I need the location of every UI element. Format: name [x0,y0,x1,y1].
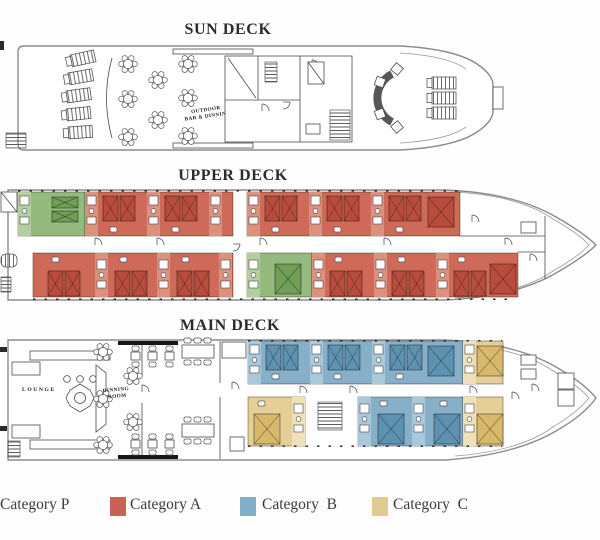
upper-deck-title: UPPER DECK [178,167,288,184]
stern-mark [0,347,7,352]
bulwark-line [399,126,467,144]
dining-room-label: DINNING ROOM [102,386,131,401]
upper-cabins-bottom [32,252,519,298]
lounge-area [7,341,150,459]
category-b-swatch [240,497,256,516]
dining-small-tables [130,345,175,456]
category-a-swatch [110,497,126,516]
deckhouse [224,55,353,143]
dining-label-line1: DINNING [102,386,129,394]
stairwell [317,401,343,431]
deck-divider-arc [106,57,113,139]
legend-label: Category B [262,496,337,513]
svg-text:DINNING ROOM: DINNING ROOM [102,386,131,401]
stern-mark [0,41,4,50]
upper-cabins-top [17,191,461,237]
bulwark-line [399,52,467,70]
legend: Category P Category A Category B Categor… [0,495,600,521]
stern-stairs [5,132,27,149]
dining-area [93,337,247,459]
bench-bottom [172,142,254,149]
main-cabins-bottom [247,396,504,447]
sun-deck-plan: OUTDOOR BAR & DINNING [0,41,504,151]
outdoor-label-line1: OUTDOOR [191,105,221,115]
upper-bow-rooms [460,214,546,279]
bow-bar [373,62,404,134]
legend-label: Category C [393,496,468,513]
lounge-label: LOUNGE [22,387,56,393]
stern-mark [0,426,7,431]
main-cabins-top [247,340,504,385]
main-deck-title: MAIN DECK [179,317,281,334]
bow-platform [492,86,504,110]
legend-label: Category A [130,496,202,513]
tender-boat [0,253,18,268]
category-c-swatch [372,497,388,516]
stern-stairs [0,276,12,293]
upper-bulwark [454,191,590,299]
dining-long-tables [181,337,215,445]
sun-deck-title: SUN DECK [184,21,272,38]
legend-label: Category P [0,496,70,513]
dining-label-line2: ROOM [108,393,127,401]
sun-loungers-bow [426,76,457,120]
upper-deck-plan [0,189,597,301]
bench-top [172,48,254,55]
main-deck-plan [0,337,597,461]
main-bow-rooms [511,354,575,407]
